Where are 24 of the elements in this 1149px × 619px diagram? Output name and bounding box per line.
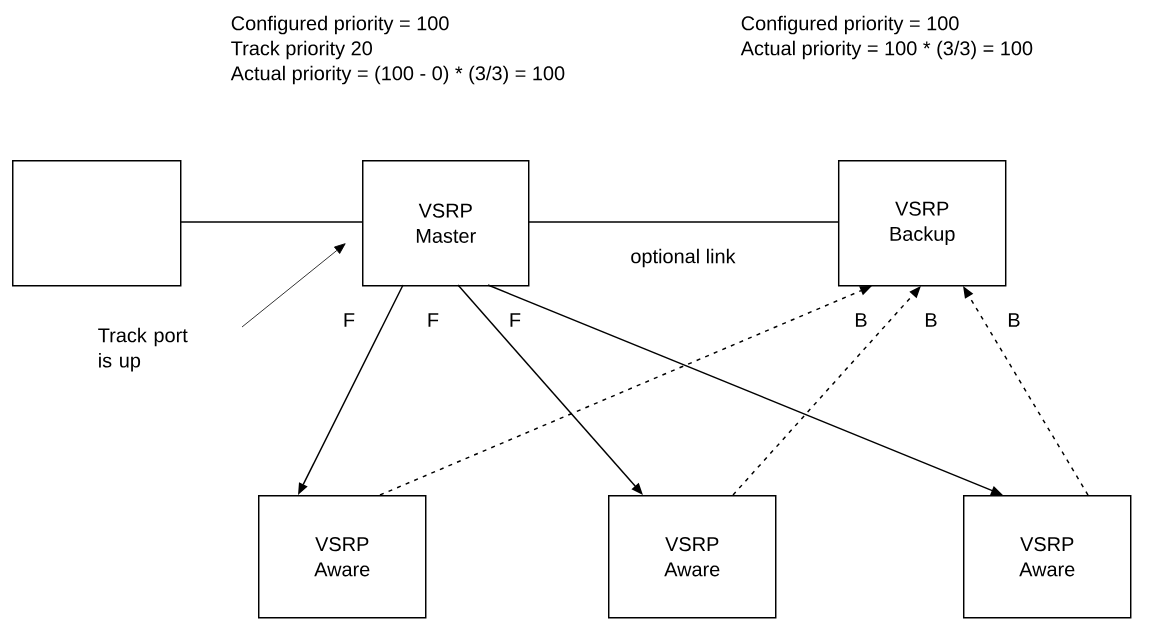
router-box: VSRP Aware <box>608 495 777 619</box>
priority-text: Actual priority = 100 * (3/3) = 100 <box>740 40 1033 60</box>
edge-label: optional link <box>631 248 736 268</box>
router-box: VSRP Aware <box>963 495 1132 619</box>
edge-label: F <box>428 313 439 327</box>
link-line <box>179 221 363 223</box>
router-box: VSRP Aware <box>258 495 427 619</box>
router-box: VSRP Master <box>362 160 530 287</box>
edge-label: B <box>855 313 867 327</box>
priority-text: Configured priority = 100 <box>741 15 959 35</box>
priority-text: Actual priority = (100 - 0) * (3/3) = 100 <box>230 65 565 85</box>
priority-text: Configured priority = 100 <box>231 15 449 35</box>
link-line <box>527 221 839 223</box>
router-box: VSRP Backup <box>838 160 1007 287</box>
note-text: Track port is up <box>98 327 188 372</box>
edge-label: F <box>344 313 355 327</box>
edge-label: F <box>510 313 521 327</box>
arrow <box>732 286 921 496</box>
priority-text: Track priority 20 <box>231 40 372 60</box>
leader-arrow <box>241 243 346 328</box>
edge-label: B <box>1008 313 1020 327</box>
arrow <box>457 284 643 495</box>
device-box <box>12 160 182 287</box>
edge-label: B <box>925 313 937 327</box>
